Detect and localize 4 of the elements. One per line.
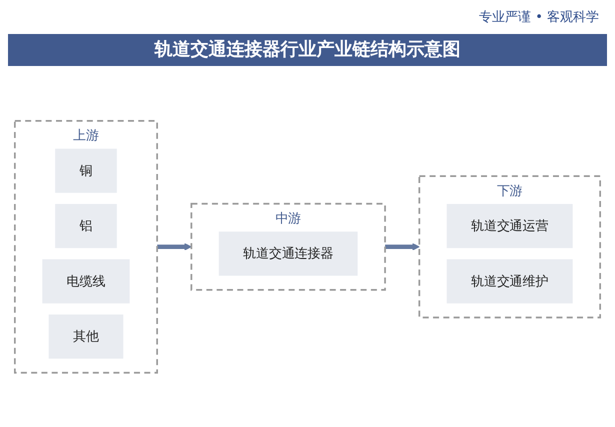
- diagram-title: 轨道交通连接器行业产业链结构示意图: [8, 34, 607, 66]
- tagline: 专业严谨 • 客观科学: [479, 9, 599, 26]
- arrow: [157, 242, 192, 250]
- arrow: [385, 242, 420, 250]
